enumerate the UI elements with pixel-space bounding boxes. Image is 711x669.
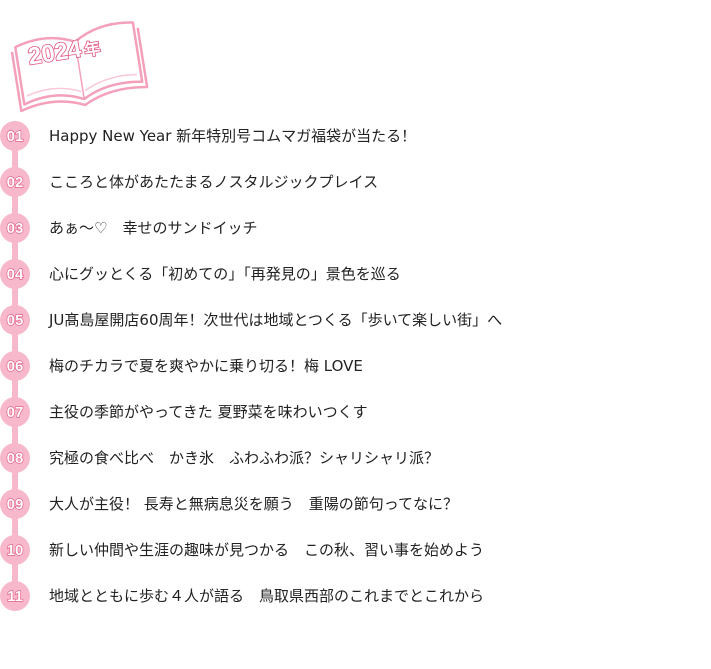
list-item[interactable]: 10 新しい仲間や生涯の趣味が見つかる この秋、習い事を始めよう xyxy=(0,526,711,572)
year-suffix: 年 xyxy=(82,40,102,61)
issue-number-badge: 11 xyxy=(0,581,30,611)
issue-number-badge: 04 xyxy=(0,259,30,289)
issue-number-badge: 08 xyxy=(0,443,30,473)
issue-number-badge: 06 xyxy=(0,351,30,381)
list-item[interactable]: 02 こころと体があたたまるノスタルジックプレイス xyxy=(0,158,711,204)
issue-title-link[interactable]: 地域とともに歩む４人が語る 鳥取県西部のこれまでとこれから xyxy=(49,587,485,605)
issue-title-link[interactable]: 究極の食べ比べ かき氷 ふわふわ派？シャリシャリ派？ xyxy=(49,449,440,467)
issue-title-link[interactable]: 梅のチカラで夏を爽やかに乗り切る！梅 LOVE xyxy=(49,357,363,375)
issue-title-link[interactable]: 新しい仲間や生涯の趣味が見つかる この秋、習い事を始めよう xyxy=(49,541,485,559)
list-item[interactable]: 05 JU髙島屋開店60周年！次世代は地域とつくる「歩いて楽しい街」へ xyxy=(0,296,711,342)
issue-title-link[interactable]: 大人が主役！ 長寿と無病息災を願う 重陽の節句ってなに？ xyxy=(49,495,459,513)
issue-title-link[interactable]: 主役の季節がやってきた 夏野菜を味わいつくす xyxy=(49,403,368,421)
list-item[interactable]: 03 あぁ～♡ 幸せのサンドイッチ xyxy=(0,204,711,250)
year-book-badge: 2024年 xyxy=(0,0,160,120)
open-book-icon xyxy=(10,21,149,113)
list-item[interactable]: 06 梅のチカラで夏を爽やかに乗り切る！梅 LOVE xyxy=(0,342,711,388)
issue-title-link[interactable]: 心にグッとくる「初めての」「再発見の」景色を巡る xyxy=(49,265,401,283)
issue-list: 01 Happy New Year 新年特別号コムマガ福袋が当たる！ 02 ここ… xyxy=(0,112,711,618)
issue-title-link[interactable]: こころと体があたたまるノスタルジックプレイス xyxy=(49,173,379,191)
issue-title-link[interactable]: JU髙島屋開店60周年！次世代は地域とつくる「歩いて楽しい街」へ xyxy=(49,311,503,329)
issue-number-badge: 03 xyxy=(0,213,30,243)
list-item[interactable]: 11 地域とともに歩む４人が語る 鳥取県西部のこれまでとこれから xyxy=(0,572,711,618)
issue-number-badge: 02 xyxy=(0,167,30,197)
issue-title-link[interactable]: Happy New Year 新年特別号コムマガ福袋が当たる！ xyxy=(49,127,417,145)
issue-number-badge: 09 xyxy=(0,489,30,519)
list-item[interactable]: 04 心にグッとくる「初めての」「再発見の」景色を巡る xyxy=(0,250,711,296)
list-item[interactable]: 08 究極の食べ比べ かき氷 ふわふわ派？シャリシャリ派？ xyxy=(0,434,711,480)
issue-number-badge: 07 xyxy=(0,397,30,427)
issue-number-badge: 01 xyxy=(0,121,30,151)
list-item[interactable]: 01 Happy New Year 新年特別号コムマガ福袋が当たる！ xyxy=(0,112,711,158)
issue-number-badge: 10 xyxy=(0,535,30,565)
list-item[interactable]: 07 主役の季節がやってきた 夏野菜を味わいつくす xyxy=(0,388,711,434)
list-item[interactable]: 09 大人が主役！ 長寿と無病息災を願う 重陽の節句ってなに？ xyxy=(0,480,711,526)
issue-title-link[interactable]: あぁ～♡ 幸せのサンドイッチ xyxy=(49,219,258,237)
issue-number-badge: 05 xyxy=(0,305,30,335)
